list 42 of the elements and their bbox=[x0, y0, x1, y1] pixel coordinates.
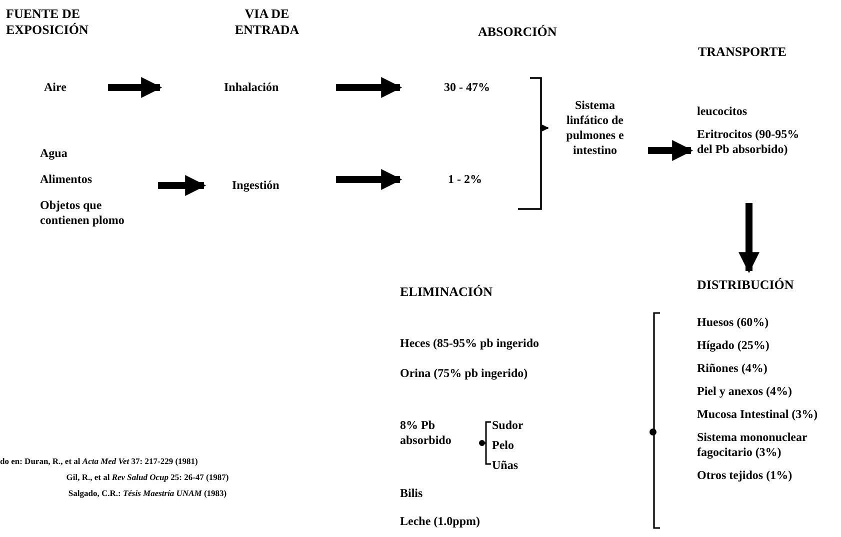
arrow bbox=[518, 124, 549, 210]
section-heading: ABSORCIÓN bbox=[478, 24, 558, 40]
text-label: Leche (1.0ppm) bbox=[400, 514, 481, 529]
text-label: Bilis bbox=[400, 486, 424, 501]
node-label: Inhalación bbox=[168, 80, 328, 95]
arrow bbox=[648, 140, 694, 161]
section-heading: FUENTE DE EXPOSICIÓN bbox=[6, 6, 90, 38]
list-item: Eritrocitos (90-95% del Pb absorbido) bbox=[697, 127, 800, 157]
list-item: Mucosa Intestinal (3%) bbox=[697, 407, 819, 422]
node-label: Ingestión bbox=[212, 178, 328, 193]
text-label: Heces (85-95% pb ingerido bbox=[400, 336, 540, 351]
section-heading: TRANSPORTE bbox=[698, 44, 788, 60]
arrow bbox=[738, 203, 760, 274]
text-label: Orina (75% pb ingerido) bbox=[400, 366, 529, 381]
node-label: Sistema linfático de pulmones e intestino bbox=[556, 98, 634, 158]
text-label: Pelo bbox=[492, 438, 515, 453]
section-heading: DISTRIBUCIÓN bbox=[697, 277, 795, 294]
section-heading: VIA DE ENTRADA bbox=[234, 6, 300, 38]
arrow bbox=[336, 169, 402, 190]
list-item: Alimentos bbox=[40, 172, 93, 187]
list-item: Otros tejidos (1%) bbox=[697, 468, 794, 484]
section-heading: ELIMINACIÓN bbox=[400, 284, 494, 300]
list-item: Objetos que contienen plomo bbox=[40, 198, 126, 228]
citation: Salgado, C.R.: Tésis Maestría UNAM (1983) bbox=[67, 488, 228, 499]
node-label: Aire bbox=[44, 80, 100, 95]
list-item: Riñones (4%) bbox=[697, 361, 768, 376]
list-item: Agua bbox=[40, 146, 68, 161]
list-item: leucocitos bbox=[697, 104, 748, 119]
text-label: Sudor bbox=[492, 418, 524, 433]
arrow bbox=[108, 77, 162, 98]
text-label: 8% Pb absorbido bbox=[400, 418, 452, 448]
list-item: Hígado (25%) bbox=[697, 338, 770, 354]
arrow bbox=[336, 77, 402, 98]
list-item: Piel y anexos (4%) bbox=[697, 384, 793, 400]
node-label: 30 - 47% bbox=[408, 80, 510, 95]
list-item: Sistema mononuclear fagocitario (3%) bbox=[697, 430, 808, 460]
arrow bbox=[158, 175, 206, 196]
list-item: Huesos (60%) bbox=[697, 315, 770, 330]
text-label: Uñas bbox=[492, 458, 520, 473]
citation: Gil, R., et al Rev Salud Ocup 25: 26-47 (1987) bbox=[65, 472, 230, 483]
node-label: 1 - 2% bbox=[408, 172, 498, 187]
citation: do en: Duran, R., et al Acta Med Vet 37: 217-229 (1981) bbox=[0, 456, 199, 467]
